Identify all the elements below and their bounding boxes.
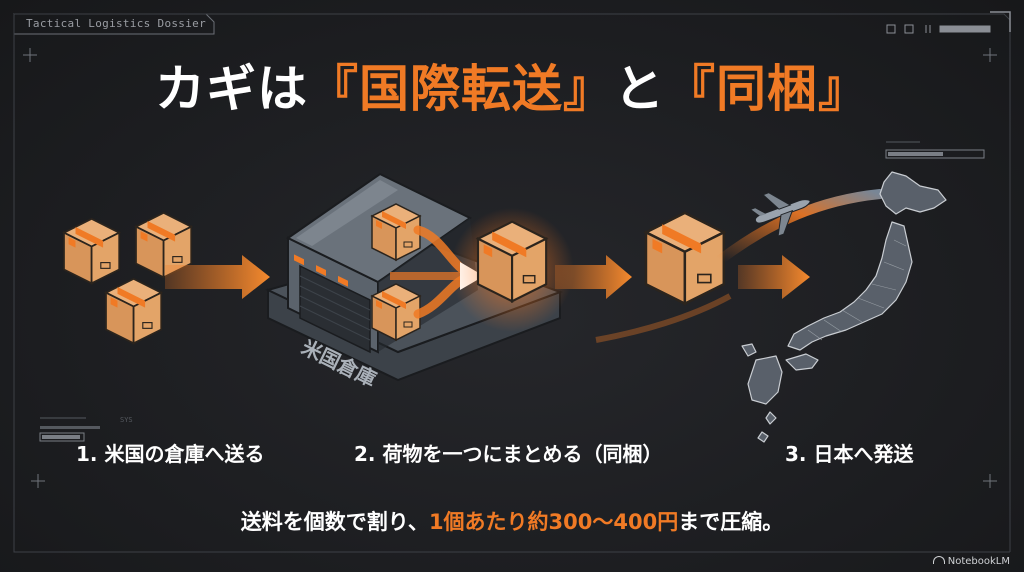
box-icon xyxy=(63,218,121,285)
summary-suffix: まで圧縮。 xyxy=(678,510,784,534)
page-title: カギは『国際転送』と『同梱』 xyxy=(0,56,1024,122)
arrow-icon xyxy=(555,255,632,299)
title-part-4: 『同梱』 xyxy=(665,60,869,118)
step-2-label: 2. 荷物を一つにまとめる（同梱） xyxy=(354,442,663,466)
arrow-icon xyxy=(165,255,270,299)
brand-mark: NotebookLM xyxy=(932,556,1010,567)
box-icon xyxy=(371,283,421,341)
shipping-box-icon xyxy=(644,211,725,305)
consolidated-box-icon xyxy=(476,220,548,303)
summary-text: 送料を個数で割り、1個あたり約300〜400円まで圧縮。 xyxy=(0,506,1024,536)
summary-highlight: 1個あたり約300〜400円 xyxy=(428,510,679,534)
title-part-3: と xyxy=(614,60,665,118)
summary-prefix: 送料を個数で割り、 xyxy=(240,510,429,534)
title-part-1: カギは xyxy=(155,60,308,118)
arrow-icon xyxy=(738,255,810,299)
box-icon xyxy=(371,203,421,261)
box-icon xyxy=(105,278,163,345)
title-part-2: 『国際転送』 xyxy=(308,60,614,118)
step-1-label: 1. 米国の倉庫へ送る xyxy=(76,442,265,466)
header-tag: Tactical Logistics Dossier xyxy=(26,17,206,30)
svg-text:SYS: SYS xyxy=(120,416,133,424)
brand-label: NotebookLM xyxy=(947,556,1010,567)
step-3-label: 3. 日本へ発送 xyxy=(785,442,914,466)
notebooklm-logo-icon xyxy=(932,556,945,564)
japan-map-icon xyxy=(741,171,947,443)
airplane-icon xyxy=(751,192,811,237)
